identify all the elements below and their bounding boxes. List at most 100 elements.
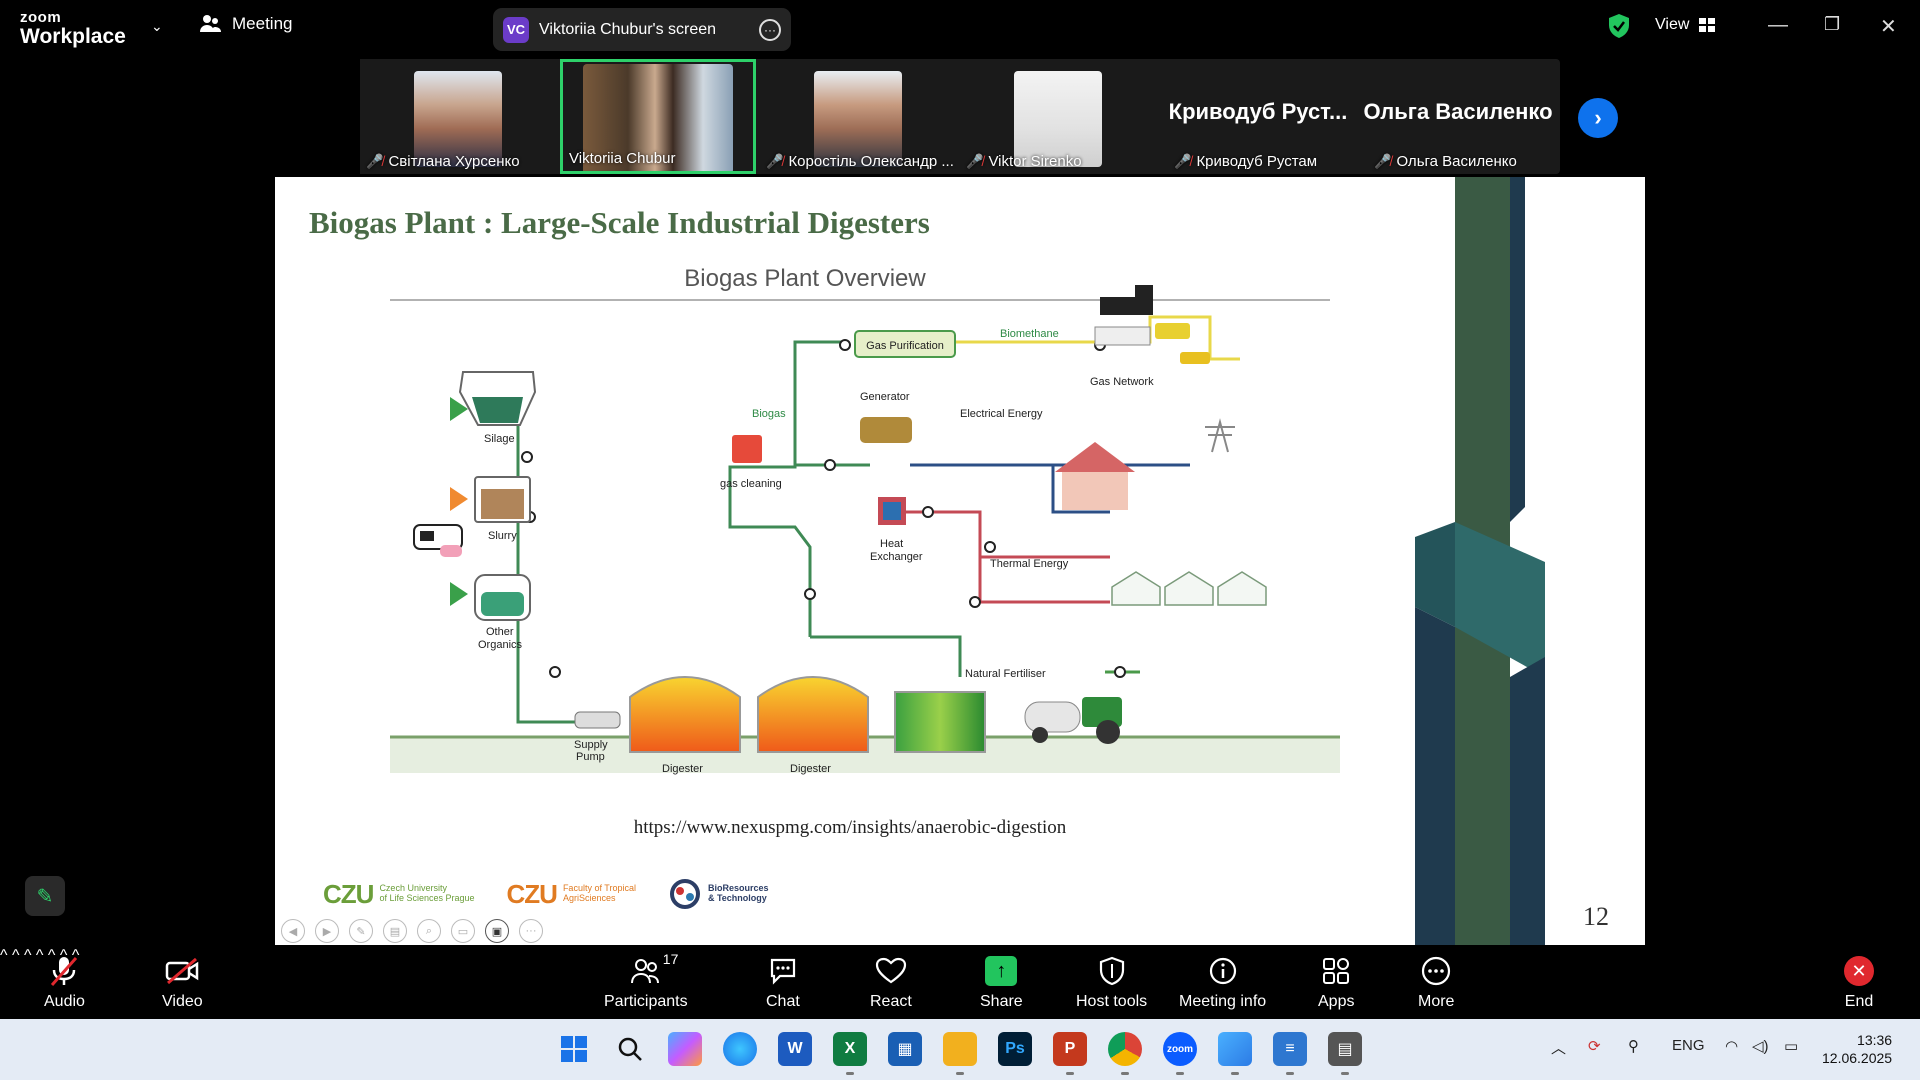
label-other: Other [486, 626, 514, 638]
end-meeting-button[interactable]: ✕ End [1844, 955, 1874, 1011]
end-label: End [1844, 993, 1874, 1010]
share-options-caret[interactable]: ^ [59, 947, 68, 964]
logo-line2: Workplace [20, 25, 126, 48]
pen-icon[interactable]: ✎ [349, 919, 373, 943]
participant-tile-active-speaker[interactable]: Viktoriia Chubur [560, 59, 756, 174]
meeting-label: Meeting [232, 14, 293, 33]
photoshop-icon[interactable]: Ps [998, 1032, 1032, 1066]
participant-tile[interactable]: 🎤̸Viktor Sirenko [960, 59, 1156, 174]
search-icon[interactable] [613, 1032, 647, 1066]
gas-cleaning-unit [732, 435, 762, 463]
video-button[interactable]: Video [162, 955, 203, 1011]
fertiliser-tank [894, 691, 986, 753]
excel-icon[interactable]: X [833, 1032, 867, 1075]
participant-tile[interactable]: Криводуб Руст... 🎤̸Криводуб Рустам [1160, 59, 1356, 174]
slide-decoration [1415, 177, 1545, 945]
more-button[interactable]: More [1418, 955, 1454, 1011]
logo-mark: CZU [323, 878, 374, 909]
host-tools-button[interactable]: Host tools [1076, 955, 1147, 1011]
label-gas-cleaning: gas cleaning [720, 478, 782, 490]
label-thermal-energy: Thermal Energy [990, 558, 1069, 570]
app-icon[interactable] [1218, 1032, 1252, 1075]
participant-tile[interactable]: 🎤̸Коростіль Олександр ... [760, 59, 956, 174]
label-heat: Heat [880, 538, 903, 550]
participant-tile[interactable]: Ольга Василенко 🎤̸Ольга Василенко [1360, 59, 1556, 174]
slides-icon[interactable]: ▤ [383, 919, 407, 943]
previous-slide-icon[interactable]: ◀ [281, 919, 305, 943]
volume-icon[interactable]: ◁) [1752, 1038, 1769, 1055]
label-exchanger: Exchanger [870, 551, 923, 563]
meeting-menu[interactable]: Meeting [200, 14, 292, 34]
mic-muted-icon: 🎤̸ [766, 153, 784, 169]
clock-date: 12.06.2025 [1822, 1050, 1893, 1066]
file-explorer-icon[interactable] [943, 1032, 977, 1075]
calculator-icon[interactable]: ▤ [1328, 1032, 1362, 1075]
participant-tile[interactable]: 🎤̸Світлана Хурсенко [360, 59, 556, 174]
slide-source-url[interactable]: https://www.nexuspmg.com/insights/anaero… [633, 817, 1067, 838]
language-indicator[interactable]: ENG [1672, 1037, 1705, 1054]
react-button[interactable]: React [870, 955, 912, 1011]
top-bar: zoom Workplace ⌄ Meeting VC Viktoriia Ch… [0, 0, 1920, 56]
security-shield-icon[interactable] [1607, 13, 1631, 39]
more-icon[interactable]: ··· [519, 919, 543, 943]
accessibility-icon[interactable]: ⚲ [1628, 1038, 1639, 1055]
slide-title: Biogas Plant : Large-Scale Industrial Di… [309, 205, 930, 240]
zoom-icon[interactable]: ⌕ [417, 919, 441, 943]
participants-options-caret[interactable]: ^ [23, 947, 32, 964]
chat-options-caret[interactable]: ^ [35, 947, 44, 964]
chrome-icon[interactable] [1108, 1032, 1142, 1075]
close-icon[interactable]: ✕ [1880, 16, 1897, 38]
next-slide-icon[interactable]: ▶ [315, 919, 339, 943]
chat-icon [768, 955, 798, 987]
view-button[interactable]: View [1655, 16, 1716, 34]
gear-icon [669, 879, 700, 909]
store-icon[interactable]: ▦ [888, 1032, 922, 1066]
camera-icon[interactable]: ▣ [485, 919, 509, 943]
meeting-controls: Audio ^ Video ^ 17 Participants ^ Chat ^… [0, 947, 1920, 1019]
react-options-caret[interactable]: ^ [47, 947, 56, 964]
label-generator: Generator [860, 391, 910, 403]
label-biogas: Biogas [752, 408, 786, 420]
view-label: View [1655, 16, 1690, 33]
word-icon[interactable]: W [778, 1032, 812, 1066]
subtitles-icon[interactable]: ▭ [451, 919, 475, 943]
battery-icon[interactable]: ▭ [1784, 1038, 1799, 1055]
notepad-icon[interactable]: ≡ [1273, 1032, 1307, 1075]
screen-share-indicator[interactable]: VC Viktoriia Chubur's screen ··· [493, 8, 791, 51]
more-label: More [1418, 993, 1455, 1010]
apps-options-caret[interactable]: ^ [71, 947, 80, 964]
zoom-app-icon[interactable]: zoom [1163, 1032, 1197, 1075]
more-options-icon[interactable]: ··· [759, 18, 781, 41]
system-clock[interactable]: 13:36 12.06.2025 [1822, 1031, 1892, 1067]
windows-taskbar: W X ▦ Ps P zoom ≡ ▤ ︿ ⟳ ⚲ ENG ◠ ◁) ▭ 13:… [0, 1019, 1920, 1080]
label-slurry: Slurry [488, 530, 517, 542]
chat-button[interactable]: Chat [766, 955, 800, 1011]
label-biomethane: Biomethane [1000, 328, 1059, 340]
audio-options-caret[interactable]: ^ [0, 947, 8, 964]
wifi-icon[interactable]: ◠ [1725, 1038, 1739, 1055]
video-options-caret[interactable]: ^ [11, 947, 20, 964]
audio-button[interactable]: Audio [44, 955, 85, 1011]
participant-name: Коростіль Олександр ... [788, 153, 954, 170]
label-digester-2: Digester [790, 763, 831, 775]
powerpoint-icon[interactable]: P [1053, 1032, 1087, 1075]
start-windows-icon[interactable] [557, 1032, 591, 1066]
participant-name: Viktor Sirenko [988, 153, 1082, 170]
meeting-info-label: Meeting info [1179, 993, 1267, 1010]
meeting-info-button[interactable]: Meeting info [1179, 955, 1266, 1011]
chevron-down-icon[interactable]: ⌄ [151, 18, 163, 34]
participants-button[interactable]: 17 Participants [604, 951, 688, 1011]
annotate-pencil-icon[interactable]: ✎ [25, 876, 65, 916]
share-button[interactable]: ↑ Share [980, 955, 1023, 1011]
minimize-icon[interactable]: — [1768, 14, 1788, 36]
apps-button[interactable]: Apps [1318, 955, 1354, 1011]
copilot-icon[interactable] [668, 1032, 702, 1066]
next-page-button[interactable]: › [1578, 98, 1618, 138]
mic-muted-icon: 🎤̸ [966, 153, 984, 169]
sync-icon[interactable]: ⟳ [1588, 1038, 1601, 1055]
restore-icon[interactable]: ❐ [1824, 14, 1841, 34]
chevron-up-icon[interactable]: ︿ [1551, 1040, 1567, 1057]
edge-browser-icon[interactable] [723, 1032, 757, 1066]
